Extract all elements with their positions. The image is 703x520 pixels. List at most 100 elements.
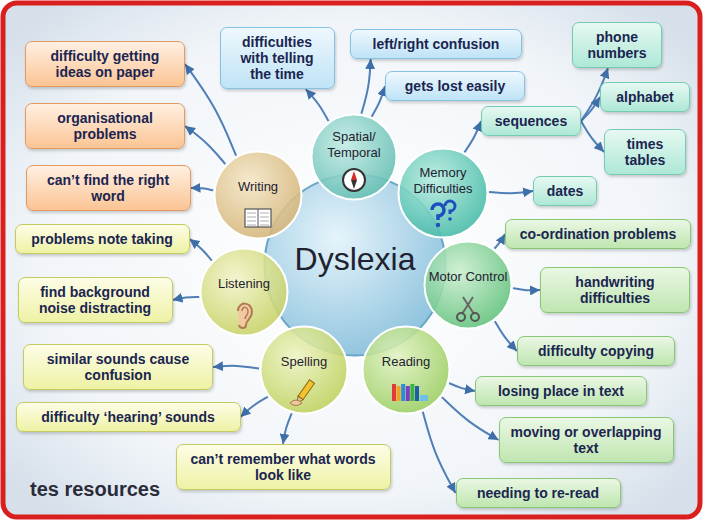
symptom-text: left/right confusion: [359, 36, 513, 52]
symptom-text: gets lost easily: [394, 78, 516, 94]
scissors-handle: [457, 313, 465, 321]
symptom-text: difficulty ‘hearing’ sounds: [25, 409, 232, 425]
notebook-page: [245, 209, 271, 227]
main-title: Dyslexia: [270, 240, 440, 278]
symptom-box: difficulty ‘hearing’ sounds: [16, 402, 241, 432]
circle-shape: [423, 240, 513, 330]
symptom-box: can’t find the right word: [26, 165, 191, 211]
circle-shape: [199, 247, 289, 337]
connector-arrow: [464, 121, 481, 152]
symptom-box: find background noise distracting: [18, 277, 173, 323]
connector-arrow: [372, 86, 385, 117]
connector-arrow: [213, 366, 259, 369]
symptom-box: moving or overlapping text: [499, 417, 674, 463]
symptom-box: left/right confusion: [350, 29, 522, 59]
category-icon: [343, 169, 365, 191]
topic-circle: Spatial/ Temporal: [310, 113, 398, 201]
connector-arrow: [185, 126, 225, 164]
symptom-text: times tables: [613, 136, 677, 168]
category-label-holder: Motor Control: [428, 269, 508, 285]
category-label-holder: Writing: [216, 179, 300, 195]
notebook-line: [260, 221, 269, 222]
scissors-handle: [471, 313, 479, 321]
connector-arrow: [191, 188, 214, 190]
category-icon: [290, 380, 314, 406]
notebook-line: [247, 221, 256, 222]
symptom-box: organisational problems: [25, 103, 185, 149]
connector-arrow: [581, 121, 604, 152]
category-label-holder: Spatial/ Temporal: [314, 129, 394, 160]
compass-needle: [351, 171, 357, 180]
scissors-blade: [463, 297, 474, 314]
symptom-box: handwriting difficulties: [540, 267, 690, 313]
question-mark-icon: [445, 201, 455, 214]
symptom-box: can’t remember what words look like: [176, 444, 391, 490]
compass-needle: [351, 180, 357, 189]
book-spine: [406, 386, 410, 401]
symptom-text: find background noise distracting: [27, 284, 164, 316]
connector-arrow: [495, 321, 517, 351]
frame: [3, 3, 700, 517]
topic-circle: Memory Difficulties: [397, 147, 489, 239]
symptom-box: alphabet: [600, 82, 690, 112]
circle-shape: [259, 325, 349, 415]
symptom-text: sequences: [490, 113, 572, 129]
circle-outline: [363, 327, 450, 414]
category-icon: [245, 209, 271, 227]
symptom-text: similar sounds cause confusion: [32, 351, 204, 383]
category-label: Motor Control: [428, 269, 508, 285]
symptom-text: losing place in text: [484, 383, 638, 399]
symptom-text: problems note taking: [24, 231, 181, 247]
symptom-text: phone numbers: [581, 29, 653, 61]
category-label: Memory Difficulties: [401, 165, 485, 196]
main-title-holder: Dyslexia: [270, 240, 440, 278]
topic-circle: Spelling: [259, 325, 349, 415]
circle-outline: [425, 242, 512, 329]
notebook-line: [260, 217, 269, 218]
topic-circle: Motor Control: [423, 240, 513, 330]
circle-outline: [201, 249, 288, 336]
symptom-box: losing place in text: [475, 376, 647, 406]
circle-outline: [399, 149, 488, 238]
symptom-text: difficulties with telling the time: [229, 34, 326, 82]
symptom-text: moving or overlapping text: [508, 424, 665, 456]
pencil-body: [298, 380, 314, 400]
circle-shape: [361, 325, 451, 415]
category-label: Spelling: [262, 354, 346, 370]
connector-arrow: [449, 383, 475, 391]
category-label-holder: Listening: [202, 276, 286, 292]
symptom-box: similar sounds cause confusion: [23, 344, 213, 390]
book-flat: [420, 395, 428, 401]
connector-arrow: [241, 397, 268, 417]
question-dot: [436, 223, 440, 227]
symptom-text: handwriting difficulties: [549, 274, 681, 306]
symptom-text: dates: [542, 183, 588, 199]
symptom-box: difficulty getting ideas on paper: [25, 41, 185, 87]
connector-arrow: [173, 297, 200, 300]
question-mark-icon: [432, 204, 444, 220]
symptom-box: difficulties with telling the time: [220, 27, 335, 89]
notebook-line: [247, 225, 256, 226]
symptom-text: alphabet: [609, 89, 681, 105]
connector-arrow: [581, 97, 600, 121]
symptom-box: sequences: [481, 106, 581, 136]
connector-arrow: [489, 191, 533, 193]
category-label: Spatial/ Temporal: [314, 129, 394, 160]
scissors-blade: [462, 297, 473, 314]
category-label-holder: Spelling: [262, 354, 346, 370]
ear-outline: [238, 304, 252, 328]
notebook-line: [260, 225, 269, 226]
symptom-box: times tables: [604, 129, 686, 175]
topic-circle: Writing: [213, 150, 303, 240]
topic-circle: Reading: [361, 325, 451, 415]
notebook-line: [247, 217, 256, 218]
book-spine: [410, 384, 414, 401]
category-icon: [432, 201, 455, 227]
ear-inner: [242, 307, 248, 319]
compass-body: [343, 169, 365, 191]
circle-outline: [215, 152, 302, 239]
category-label: Writing: [216, 179, 300, 195]
symptom-box: phone numbers: [572, 22, 662, 68]
symptom-box: dates: [533, 176, 597, 206]
